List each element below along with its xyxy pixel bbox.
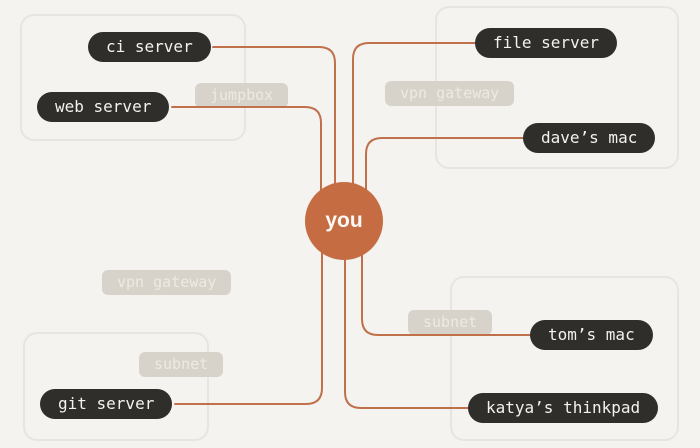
node-git-server[interactable]: git server <box>40 389 173 419</box>
connection-toms-mac <box>361 217 531 336</box>
node-toms-mac[interactable]: tom’s mac <box>530 320 653 350</box>
group-label-subnet-left: subnet <box>139 352 224 377</box>
node-ci-server[interactable]: ci server <box>88 32 211 62</box>
node-file-server[interactable]: file server <box>475 28 617 58</box>
node-web-server[interactable]: web server <box>37 92 170 122</box>
zone-top-left <box>20 14 246 141</box>
connection-ci-server <box>212 46 336 226</box>
group-label-vpn-gateway-top: vpn gateway <box>385 81 515 106</box>
connection-file-server <box>352 42 476 226</box>
connection-katyas-thinkpad <box>344 217 469 409</box>
group-label-vpn-gateway-bottom: vpn gateway <box>102 270 232 295</box>
connection-web-server <box>171 106 322 226</box>
group-label-jumpbox: jumpbox <box>195 83 289 108</box>
zone-bottom-right <box>450 276 679 441</box>
center-node-you[interactable]: you <box>305 182 383 260</box>
connection-daves-mac <box>365 137 524 226</box>
group-label-subnet-right: subnet <box>408 310 493 335</box>
zone-bottom-left <box>23 332 209 441</box>
node-daves-mac[interactable]: dave’s mac <box>523 123 656 153</box>
connection-git-server <box>174 217 323 405</box>
node-katyas-thinkpad[interactable]: katya’s thinkpad <box>468 393 659 423</box>
